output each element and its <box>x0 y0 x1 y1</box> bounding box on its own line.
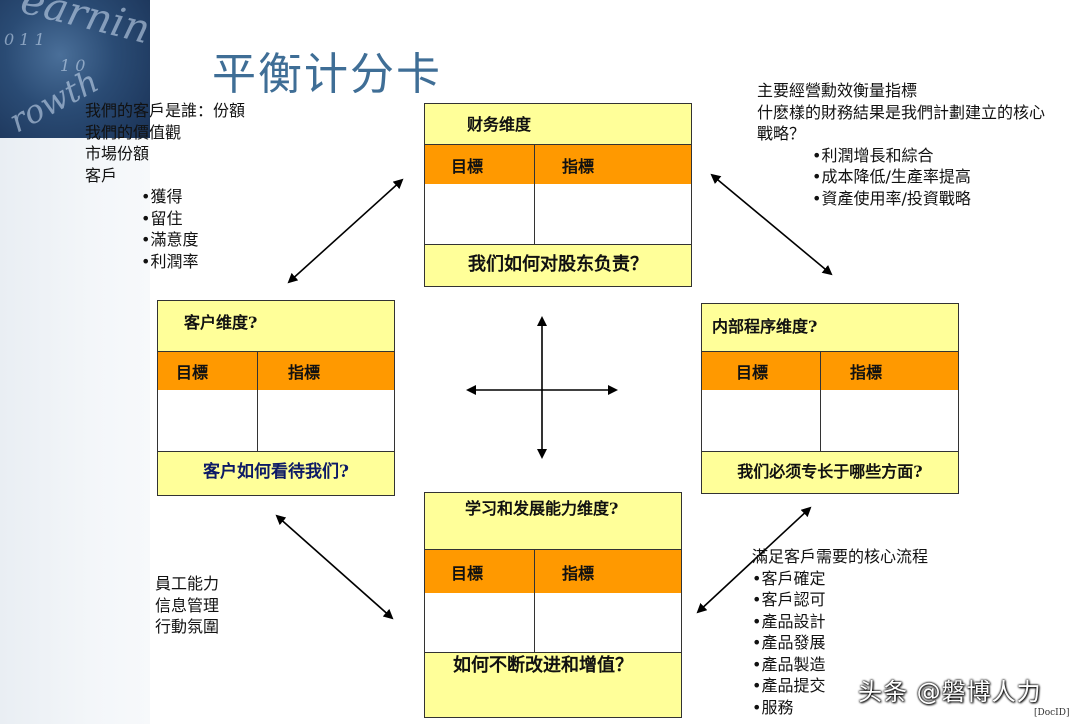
arrow-finance-internal <box>710 173 833 276</box>
note-bullet: •產品發展 <box>752 633 826 652</box>
note-bullet: •客戶認可 <box>752 590 826 609</box>
column-divider <box>534 593 535 652</box>
note-line: 客戶 <box>85 165 118 185</box>
note-line: 戰略？ <box>757 124 806 143</box>
internal-empty-row <box>702 390 958 452</box>
finance-card: 财务维度 目標 指標 我们如何对股东负责？ <box>424 103 692 287</box>
customer-card-heading: 客户维度? <box>184 313 258 332</box>
corner-art-text: 1 0 <box>60 56 86 75</box>
note-line: 主要經營勳效衡量指標 <box>757 81 918 100</box>
customer-notes: 我們的客戶是誰：份額 我們的價值觀 市場份額 客戶 •獲得 •留住 •滿意度 •… <box>85 100 245 272</box>
note-bullet: •服務 <box>752 697 794 717</box>
internal-metric-label: 指標 <box>850 363 883 382</box>
learning-card-heading: 学习和发展能力维度? <box>465 499 619 518</box>
page-title: 平衡计分卡 <box>212 49 442 100</box>
internal-notes: 滿足客戶需要的核心流程 •客戶確定 •客戶認可 •產品設計 •產品發展 •產品製… <box>752 546 928 718</box>
note-line: 我們的客戶是誰：份額 <box>85 101 246 120</box>
corner-art-text: 0 1 1 <box>4 30 45 49</box>
column-divider <box>534 550 535 593</box>
internal-card-heading: 内部程序维度? <box>712 317 818 336</box>
learning-empty-row <box>425 593 681 653</box>
finance-notes: 主要經營勳效衡量指標 什麽樣的財務結果是我們計劃建立的核心 戰略？ •利潤增長和… <box>757 80 1045 209</box>
customer-empty-row <box>158 390 394 452</box>
learning-metric-label: 指標 <box>562 563 595 583</box>
column-divider <box>257 390 258 451</box>
note-line: 滿足客戶需要的核心流程 <box>752 547 929 566</box>
note-line: 信息管理 <box>155 595 220 615</box>
internal-process-card: 内部程序维度? 目標 指標 我们必须专长于哪些方面? <box>701 303 959 494</box>
internal-goal-label: 目標 <box>736 363 769 382</box>
finance-goal-metric-header: 目標 指標 <box>425 144 691 185</box>
learning-notes: 員工能力 信息管理 行動氛圍 <box>155 573 219 638</box>
internal-goal-metric-header: 目標 指標 <box>702 351 958 391</box>
doc-id-label: [DocID] <box>1034 708 1070 718</box>
note-bullet: •資產使用率/投資戰略 <box>812 188 971 208</box>
note-bullet: •產品提交 <box>752 676 826 695</box>
note-bullet: •產品設計 <box>752 611 826 631</box>
note-bullet: •留住 <box>141 208 183 228</box>
finance-goal-label: 目標 <box>451 156 484 176</box>
column-divider <box>820 352 821 390</box>
finance-empty-row <box>425 184 691 245</box>
note-line: 什麽樣的財務結果是我們計劃建立的核心 <box>757 102 1046 122</box>
column-divider <box>820 390 821 451</box>
finance-metric-label: 指標 <box>562 156 595 176</box>
note-line: 行動氛圍 <box>155 617 220 636</box>
customer-goal-label: 目標 <box>176 363 209 382</box>
arrow-customer-finance <box>287 178 404 284</box>
note-bullet: •利潤率 <box>141 251 199 271</box>
customer-card: 客户维度? 目標 指標 客户如何看待我们? <box>157 300 395 496</box>
note-line: 我們的價值觀 <box>85 122 182 142</box>
arrow-internal-learning <box>696 506 812 614</box>
learning-card: 学习和发展能力维度? 目標 指標 如何不断改进和增值？ <box>424 492 682 718</box>
finance-card-heading: 财务维度 <box>467 115 532 134</box>
note-line: 員工能力 <box>155 574 220 593</box>
note-bullet: •滿意度 <box>141 230 199 249</box>
note-line: 市場份額 <box>85 144 150 163</box>
customer-goal-metric-header: 目標 指標 <box>158 351 394 391</box>
finance-card-question: 我们如何对股东负责？ <box>468 254 648 275</box>
corner-decorative-image: earnin rowth 0 1 1 1 0 <box>0 0 150 138</box>
internal-card-question: 我们必须专长于哪些方面? <box>737 462 923 481</box>
learning-goal-metric-header: 目標 指標 <box>425 549 681 594</box>
arrow-customer-learning <box>275 514 394 620</box>
watermark-text: 头条 @磐博人力 <box>858 678 1042 706</box>
column-divider <box>534 184 535 244</box>
column-divider <box>534 145 535 184</box>
note-bullet: •獲得 <box>141 187 183 206</box>
learning-goal-label: 目標 <box>451 563 484 583</box>
learning-card-question: 如何不断改进和增值？ <box>453 655 633 676</box>
customer-metric-label: 指標 <box>288 363 321 382</box>
note-bullet: •客戶確定 <box>752 568 826 588</box>
note-bullet: •產品製造 <box>752 654 826 674</box>
note-bullet: •利潤增長和綜合 <box>812 145 934 165</box>
note-bullet: •成本降低/生產率提高 <box>812 167 971 186</box>
column-divider <box>257 352 258 390</box>
customer-card-question: 客户如何看待我们? <box>203 462 349 482</box>
